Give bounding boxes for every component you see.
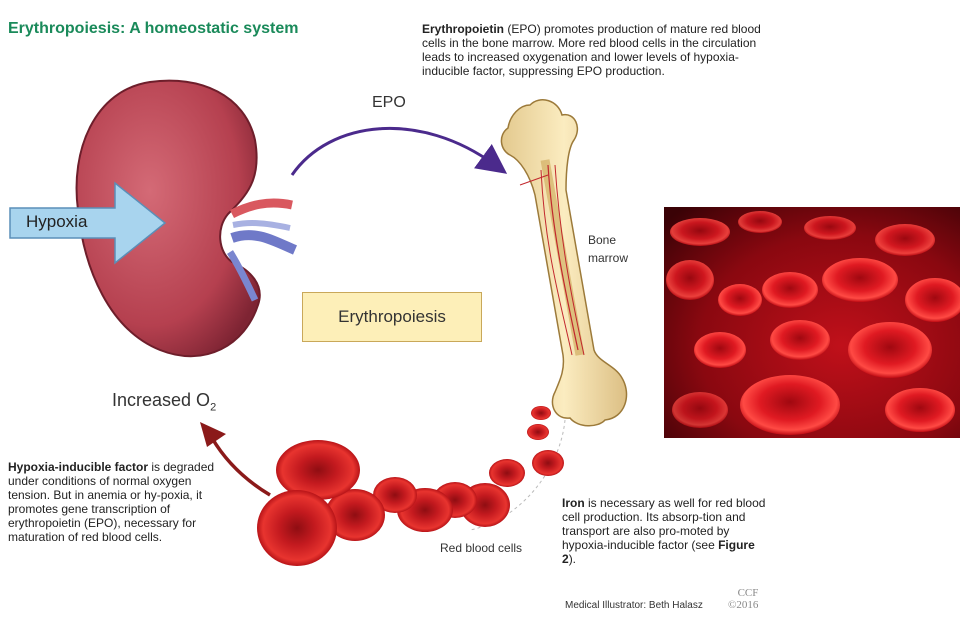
illustrator-credit: Medical Illustrator: Beth Halasz: [565, 600, 703, 611]
epo-note-text: (EPO) promotes production of mature red …: [422, 22, 761, 78]
kidney-illustration: [75, 79, 297, 358]
increased-o2-text: Increased O: [112, 390, 211, 410]
erythropoiesis-box: Erythropoiesis: [302, 292, 482, 342]
hif-note: Hypoxia-inducible factor is degraded und…: [8, 460, 233, 544]
red-blood-cells-illustration: [257, 406, 564, 566]
increased-o2-arrow: [200, 422, 271, 497]
ccf-logo-text: CCF: [737, 587, 759, 599]
increased-o2-label: Increased O2: [112, 390, 216, 414]
bone-marrow-label: Bone marrow: [588, 231, 628, 267]
hif-note-text: is degraded under conditions of normal o…: [8, 460, 215, 544]
erythropoiesis-label: Erythropoiesis: [338, 307, 446, 326]
iron-note-suffix: ).: [568, 552, 577, 566]
bone-illustration: [500, 99, 628, 427]
epo-note-bold: Erythropoietin: [422, 22, 505, 36]
ccf-logo: CCF©2016: [728, 587, 758, 611]
rbc-photo-inset: [664, 207, 960, 438]
bone-marrow-label-line2: marrow: [588, 251, 629, 265]
o2-subscript: 2: [210, 401, 217, 414]
iron-note-text: is necessary as well for red blood cell …: [562, 496, 766, 552]
epo-note: Erythropoietin (EPO) promotes production…: [422, 22, 767, 78]
hypoxia-label: Hypoxia: [26, 212, 88, 231]
ccf-year: ©2016: [728, 599, 759, 611]
bone-marrow-label-line1: Bone: [588, 233, 617, 247]
epo-arrow: [290, 126, 508, 176]
hypoxia-arrow: [9, 181, 167, 265]
iron-note: Iron is necessary as well for red blood …: [562, 496, 767, 566]
figure-ref: Figure 2: [562, 538, 755, 566]
epo-label: EPO: [372, 94, 406, 111]
iron-note-bold: Iron: [562, 496, 585, 510]
page-title: Erythropoiesis: A homeostatic system: [8, 20, 299, 37]
hif-note-bold: Hypoxia-inducible factor: [8, 460, 149, 474]
red-blood-cells-label: Red blood cells: [440, 541, 523, 555]
